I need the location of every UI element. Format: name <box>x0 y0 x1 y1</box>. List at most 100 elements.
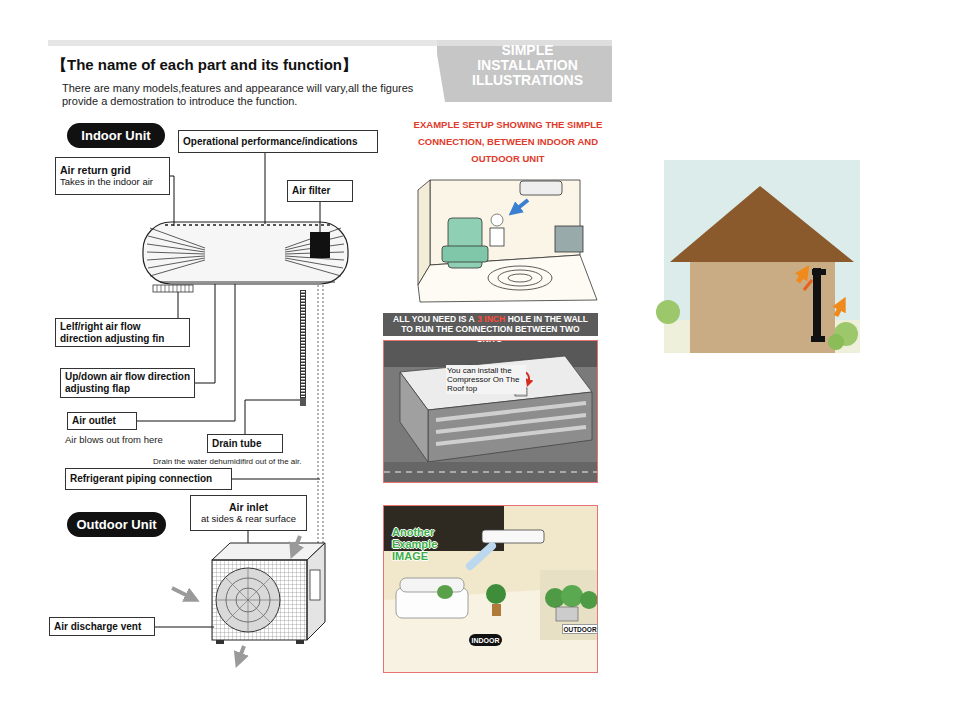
drain-tube-rect-shape <box>300 398 306 406</box>
node-text: Refrigerant piping connection <box>70 473 227 485</box>
image-panel: You can install the Compressor On The Ro… <box>383 340 598 483</box>
house-illustration-circle-shape <box>656 300 680 324</box>
part-label: Air filter <box>287 180 353 202</box>
leader-lines-polyline-shape <box>137 284 235 421</box>
airflow-arrows-line-shape <box>172 588 194 599</box>
part-label: Refrigerant piping connection <box>65 468 232 490</box>
node-text: INDOOR <box>472 637 500 644</box>
part-label: Operational performance/indications <box>178 130 378 153</box>
building-scene-rect-shape <box>384 462 597 482</box>
node-text: Takes in the indoor air <box>60 176 165 188</box>
node-text: You can install the Compressor On The Ro… <box>446 365 526 394</box>
drain-tube <box>300 290 306 406</box>
node-text: Air discharge vent <box>54 621 150 633</box>
building-scene <box>384 341 597 482</box>
outdoor-unit-circle-shape <box>216 568 280 632</box>
indoor-unit-path-shape <box>285 228 344 276</box>
outdoor-unit-rect-shape <box>310 570 320 600</box>
node-text: at sides & rear surface <box>195 513 302 525</box>
room-scene <box>418 180 597 302</box>
house-illustration-path-shape <box>812 269 826 275</box>
building-scene-rect-shape <box>384 341 597 482</box>
living-room-scene-rect-shape <box>556 607 578 621</box>
node-text: Air return grid <box>60 164 165 176</box>
outdoor-unit-polygon-shape <box>307 543 325 640</box>
node-text: Air filter <box>292 185 348 197</box>
part-label: Up/down air flow direction adjusting fla… <box>60 368 195 398</box>
part-label: Lelf/right air flow direction adjusting … <box>55 318 190 347</box>
building-scene-polygon-shape <box>428 392 592 462</box>
house-illustration-line-shape <box>804 280 812 290</box>
node-text: Outdoor Unit <box>76 517 156 532</box>
node-text: SIMPLE INSTALLATION ILLUSTRATIONS <box>465 43 590 88</box>
outdoor-unit-path-shape <box>216 568 280 632</box>
living-room-scene-rect-shape <box>482 530 544 543</box>
drain-tube-line-shape <box>301 291 305 397</box>
indoor-unit-path-shape <box>165 224 330 226</box>
node-text: ALL YOU NEED IS A <box>393 314 475 324</box>
house-illustration-rect-shape <box>690 258 835 353</box>
outdoor-unit <box>212 543 325 644</box>
location-tag: OUTDOOR <box>562 624 598 634</box>
subtitle-note: There are many models,features and appea… <box>62 82 434 108</box>
house-illustration-path-shape <box>813 268 821 338</box>
living-room-scene-ellipse-shape <box>437 585 453 599</box>
house-illustration-circle-shape <box>828 334 844 350</box>
house-illustration-rect-shape <box>811 336 825 342</box>
part-label: Air return gridTakes in the indoor air <box>55 157 170 195</box>
house-illustration-rect-shape <box>664 160 860 353</box>
leader-lines-polyline-shape <box>170 176 174 226</box>
room-scene-ellipse-shape <box>488 266 552 290</box>
living-room-scene-rect-shape <box>396 588 468 618</box>
instruction-bar: ALL YOU NEED IS A3 INCHHOLE IN THE WALL … <box>383 313 598 336</box>
outdoor-unit-polygon-shape <box>212 543 325 560</box>
section-band: SIMPLE INSTALLATION ILLUSTRATIONS <box>437 40 612 102</box>
room-scene-circle-shape <box>491 214 503 226</box>
building-scene-path-shape <box>436 403 586 444</box>
living-room-scene-circle-shape <box>486 584 506 604</box>
room-scene-ellipse-shape <box>508 274 532 282</box>
house-illustration-line-shape <box>798 270 806 282</box>
refrigerant-piping <box>318 285 323 560</box>
node-text: OUTDOOR <box>563 626 596 633</box>
airflow-arrows-line-shape <box>238 646 244 662</box>
living-room-scene-rect-shape <box>492 604 501 616</box>
outdoor-unit-rect-shape <box>216 640 224 644</box>
house-illustration-line-shape <box>836 302 843 316</box>
leader-lines-polyline-shape <box>320 202 321 236</box>
airflow-arrows-line-shape <box>293 536 300 553</box>
indoor-unit <box>143 222 348 292</box>
part-description: Drain the water dehumidifird out of the … <box>153 457 383 466</box>
indoor-unit-path-shape <box>160 282 335 283</box>
band-fill <box>437 40 612 102</box>
indoor-unit-path-shape <box>147 228 205 276</box>
node-text: Drain tube <box>212 438 278 450</box>
node-text: Lelf/right air flow direction adjusting … <box>60 321 185 345</box>
node-text: Air outlet <box>72 415 132 427</box>
house-illustration <box>656 160 860 353</box>
living-room-scene-rect-shape <box>384 506 597 672</box>
living-room-scene-path-shape <box>470 546 492 566</box>
building-scene-path-shape <box>384 472 597 473</box>
living-room-scene <box>384 506 598 672</box>
leader-lines-polyline-shape <box>195 284 215 383</box>
unit-heading: Outdoor Unit <box>67 512 166 537</box>
leader-lines-polyline-shape <box>155 627 214 628</box>
living-room-scene-circle-shape <box>561 585 583 607</box>
airflow-arrows <box>172 536 300 662</box>
node-text: Up/down air flow direction adjusting fla… <box>65 371 190 395</box>
node-text: Operational performance/indications <box>183 136 373 148</box>
room-scene-rect-shape <box>490 228 504 246</box>
location-tag: INDOOR <box>469 634 502 646</box>
part-label: Air discharge vent <box>49 617 155 636</box>
living-room-scene-circle-shape <box>580 591 598 609</box>
indoor-unit-rect-shape <box>153 285 193 292</box>
room-scene-line-shape <box>513 200 528 212</box>
outdoor-unit-rect-shape <box>212 560 307 640</box>
room-scene-ellipse-shape <box>498 270 542 286</box>
leader-lines-polyline-shape <box>265 153 266 224</box>
refrigerant-piping-path-shape <box>318 285 323 560</box>
drain-tube-line-shape <box>300 290 306 398</box>
